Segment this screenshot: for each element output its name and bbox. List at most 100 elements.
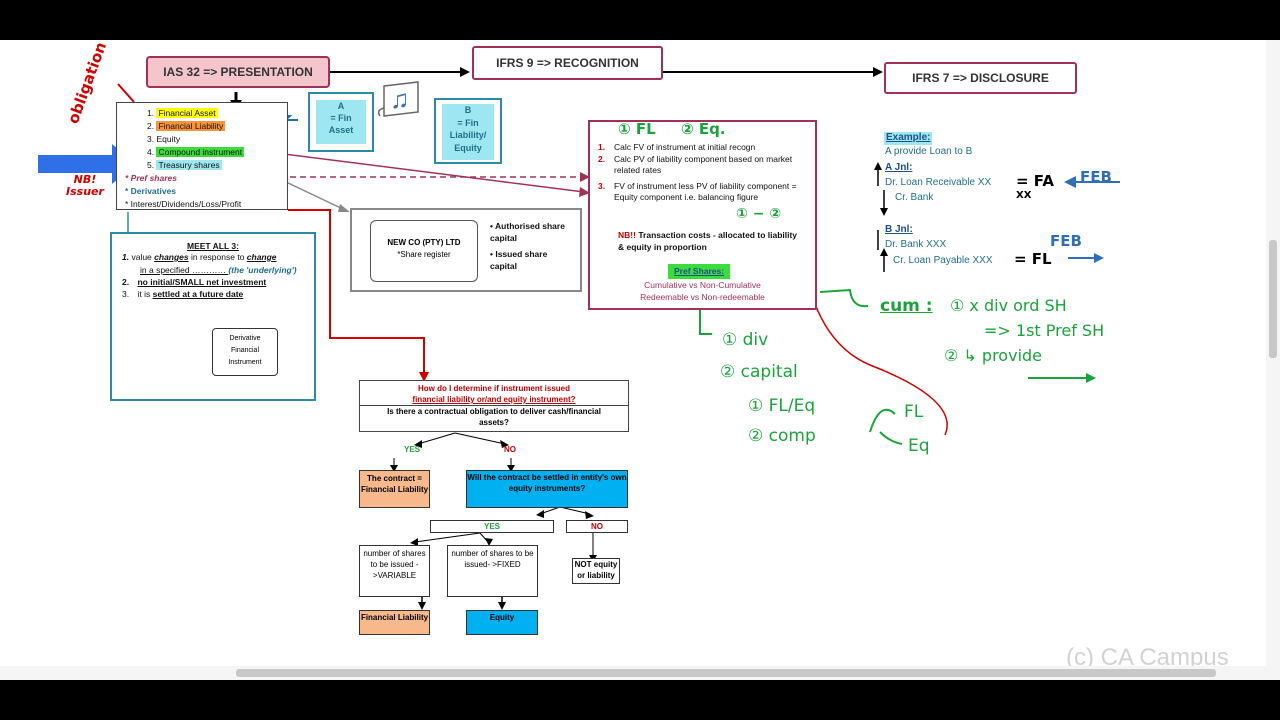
hand-cum: cum : [880,296,933,316]
a-journal-dr: Dr. Loan Receivable XX [885,177,992,188]
b-hand-fl: = FL [1014,250,1052,268]
step-num: 3. [598,180,606,191]
horizontal-scrollbar[interactable] [0,666,1266,680]
feb-hand-1: FEB [1080,168,1112,186]
item-num: 3. [122,289,130,299]
item-em: settled at a future date [152,289,244,299]
item-text: in a specified ………… [140,264,229,275]
derivative-label-line: Derivative [229,335,261,342]
compound-steps: 1. Calc FV of instrument at initial recog… [598,142,813,204]
pref-shares-note: * Pref shares [125,173,177,183]
flow-q1-line2: financial liability or/and equity instru… [412,395,576,404]
newco-subtitle: *Share register [397,250,451,259]
ias32-header-label: IAS 32 => PRESENTATION [163,65,313,79]
slide-canvas: IAS 32 => PRESENTATION IFRS 9 => RECOGNI… [0,40,1280,680]
party-b-line3: Equity [454,142,482,153]
flow-no2-label: NO [566,520,628,533]
horizontal-scrollbar-thumb[interactable] [236,669,1216,677]
list-label: Treasury shares [156,160,222,170]
list-num: 1. [147,108,155,118]
step-text: Calc PV of liability component based on … [614,153,793,176]
pref-shares-title: Pref Shares: [668,264,731,279]
ifrs9-header-label: IFRS 9 => RECOGNITION [496,56,639,70]
a-hand-xx: XX [1016,190,1032,201]
ifrs9-header: IFRS 9 => RECOGNITION [472,46,663,80]
hand-eq: Eq [908,436,930,456]
list-item-financial-liability: 2. Financial Liability [147,120,226,133]
flow-q1-line1: How do I determine if instrument issued [417,384,571,393]
pref-line2: Redeemable vs Non-redeemable [640,292,765,302]
list-label: Equity [156,134,181,144]
share-register-scroll: NEW CO (PTY) LTD *Share register [370,220,478,282]
ias32-list-box: 1. Financial Asset 2. Financial Liabilit… [116,102,288,210]
nb-text: Transaction costs - allocated to liabili… [618,230,798,252]
step-text: FV of instrument less PV of liability co… [614,180,797,203]
flow-equity: Equity [466,610,538,635]
music-note-icon: ♫ [390,84,410,114]
meet-all-item-1: 1. value changes in response to change i… [122,251,312,276]
list-item-compound-instrument: 4. Compound instrument [147,146,245,159]
flow-variable-box: number of shares to be issued - >VARIABL… [359,545,430,597]
flow-q2: Is there a contractual obligation to del… [360,405,628,428]
transaction-costs-note: NB!! Transaction costs - allocated to li… [618,230,798,253]
meet-all-box: MEET ALL 3: 1. value changes in response… [110,232,316,401]
b-journal-dr: Dr. Bank XXX [885,239,947,250]
list-label: Financial Asset [156,108,218,118]
a-journal-title: A Jnl: [885,162,913,173]
party-b-box: B = Fin Liability/ Equity [434,98,502,164]
newco-title: NEW CO (PTY) LTD [387,238,461,247]
newco-box: NEW CO (PTY) LTD *Share register • Autho… [350,208,582,292]
nb-issuer-line2: Issuer [66,185,104,198]
pref-line1: Cumulative vs Non-Cumulative [644,280,761,290]
example-line: A provide Loan to B [885,146,973,157]
flow-settled-question: Will the contract be settled in entity's… [466,470,628,508]
vertical-scrollbar-thumb[interactable] [1269,240,1277,358]
list-label: Compound instrument [156,147,245,157]
step-num: 2. [598,153,606,164]
a-hand-fa: = FA [1016,172,1054,190]
step-text: Calc FV of instrument at initial recogn [614,142,756,152]
list-num: 2. [147,121,155,131]
hand-fl-eq: ① FL/Eq [748,396,816,416]
feb-hand-2: FEB [1050,232,1082,250]
newco-bullet: Issued share capital [490,249,548,271]
nb-issuer-line1: NB! [73,173,97,186]
derivative-label-line: Instrument [228,359,262,366]
b-journal-cr: Cr. Loan Payable XXX [893,255,993,266]
derivative-scroll: Derivative Financial Instrument [212,328,278,376]
hand-fl: FL [904,402,924,422]
list-label: Financial Liability [156,121,226,131]
list-item-equity: 3. Equity [147,133,180,146]
vertical-scrollbar[interactable] [1266,40,1280,680]
flow-yes-label: YES [404,445,421,454]
hand-eq: ② Eq. [680,120,726,138]
meet-all-item-2: 2. no initial/SMALL net investment [122,276,266,289]
ifrs7-header: IFRS 7 => DISCLOSURE [884,62,1077,94]
ias32-header: IAS 32 => PRESENTATION [146,56,330,88]
hand-cum-line2: => 1st Pref SH [984,321,1105,340]
hand-formula: ① − ② [736,206,782,222]
party-a-box: A = Fin Asset [308,92,374,152]
nb-label: NB!! [618,230,636,240]
interest-note: * Interest/Dividends/Loss/Profit [125,199,242,209]
pref-shares-types: Cumulative vs Non-Cumulative Redeemable … [590,279,815,303]
item-num: 2. [122,277,130,287]
a-journal-cr: Cr. Bank [895,192,934,203]
flow-fixed-box: number of shares to be issued- >FIXED [447,545,538,597]
nb-issuer-annotation: NB! Issuer [66,174,104,198]
hand-comp: ② comp [748,426,816,446]
hand-cum-line3: ② ↳ provide [944,346,1043,365]
hand-div: ① div [722,330,769,350]
compound-hand-header: ① FL ② Eq. [618,120,726,138]
flow-question-box: How do I determine if instrument issued … [359,380,629,432]
list-num: 4. [147,147,155,157]
compound-box: ① FL ② Eq. 1. Calc FV of instrument at in… [588,120,817,310]
list-num: 5. [147,160,155,170]
meet-all-item-3: 3. it is settled at a future date [122,288,243,301]
step-num: 1. [598,142,606,152]
flow-contract-fl: The contract = Financial Liability [359,470,430,508]
item-text: no initial/SMALL net investment [137,277,267,287]
list-num: 3. [147,134,155,144]
example-title: Example: [884,132,933,145]
meet-all-title: MEET ALL 3: [187,241,239,251]
